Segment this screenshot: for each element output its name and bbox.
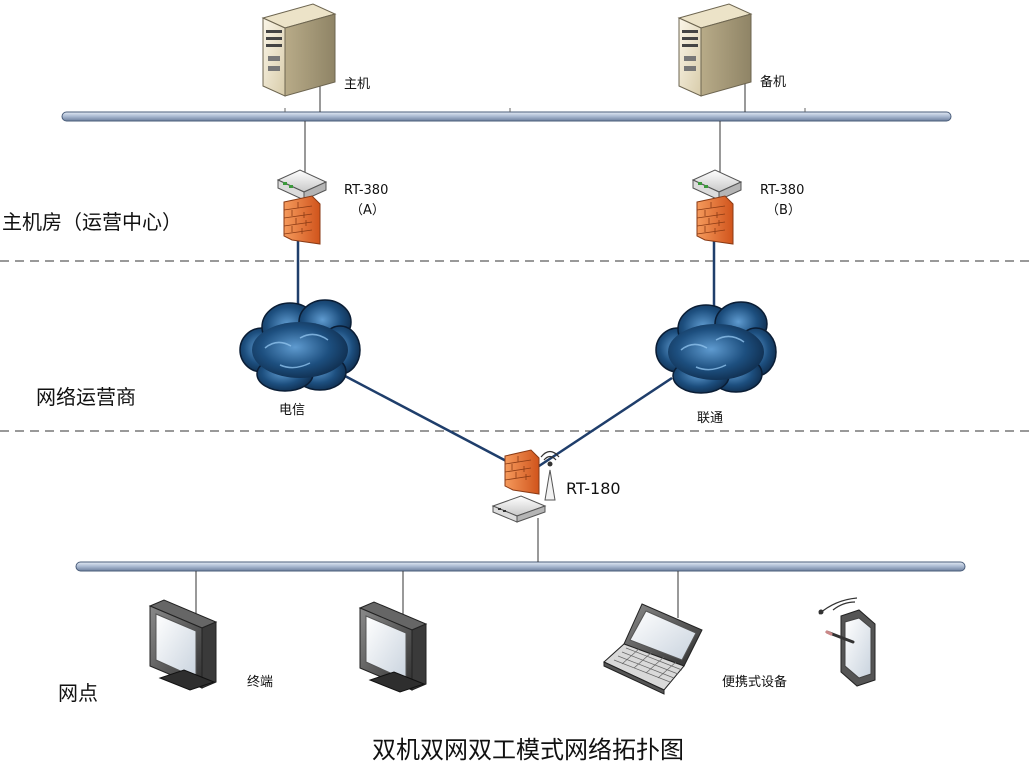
zone-label-outlet: 网点 — [58, 681, 98, 705]
branch-router-icon — [491, 495, 547, 523]
laptop-icon — [603, 603, 703, 695]
unicom-label: 联通 — [697, 411, 723, 426]
zone-label-host-room: 主机房（运营中心） — [2, 210, 182, 234]
branch-router-label: RT-180 — [566, 479, 621, 498]
branch-firewall-icon — [504, 449, 540, 495]
portable-device-icon — [818, 597, 876, 687]
terminal-monitor-1-icon — [148, 599, 218, 691]
router-b-name: RT-380 — [760, 183, 804, 198]
primary-server-icon — [261, 3, 337, 97]
primary-server-label: 主机 — [344, 77, 370, 92]
router-a-name: RT-380 — [344, 183, 388, 198]
top-lan-bus — [61, 108, 952, 122]
terminal-label: 终端 — [247, 674, 273, 690]
router-b-icon — [691, 169, 743, 201]
router-b-tag: （B） — [766, 203, 801, 218]
telecom-label: 电信 — [279, 403, 305, 418]
link-unicom-to-branch — [535, 376, 673, 470]
backup-server-icon — [677, 3, 753, 97]
telecom-cloud-icon — [239, 299, 361, 392]
link-telecom-to-branch — [344, 374, 513, 466]
antenna-icon — [540, 450, 560, 501]
router-a-icon — [276, 169, 328, 201]
diagram-title: 双机双网双工模式网络拓扑图 — [372, 736, 684, 764]
firewall-b-icon — [696, 195, 734, 245]
bottom-lan-bus — [75, 561, 966, 572]
backup-server-label: 备机 — [760, 74, 786, 90]
unicom-cloud-icon — [655, 301, 777, 394]
portable-device-label: 便携式设备 — [722, 674, 787, 690]
terminal-monitor-2-icon — [358, 601, 428, 693]
router-a-tag: （A） — [350, 203, 385, 218]
firewall-a-icon — [283, 195, 321, 245]
zone-label-carrier: 网络运营商 — [36, 385, 136, 409]
